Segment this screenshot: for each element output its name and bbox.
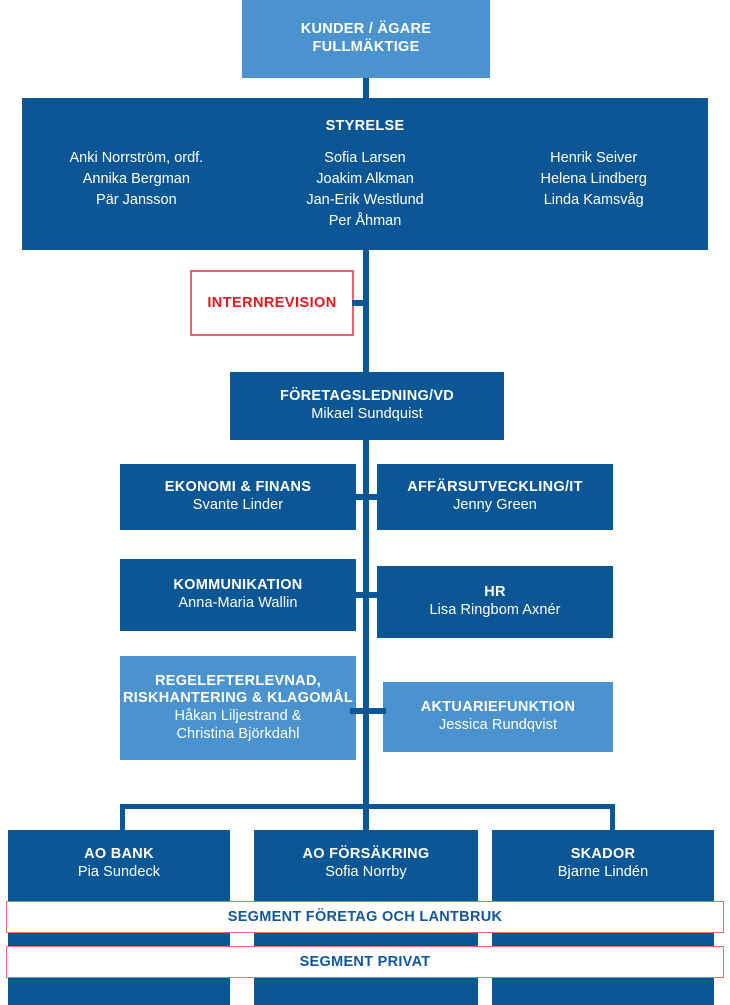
styrelse-member-columns: Anki Norrström, ordf. Annika Bergman Pär… — [22, 148, 708, 232]
connector-hr — [366, 592, 380, 598]
connector-aktuariefunktion — [366, 708, 386, 714]
node-affarsutveckling-it-person: Jenny Green — [453, 497, 537, 513]
node-ekonomi-finans: EKONOMI & FINANS Svante Linder — [120, 464, 356, 530]
node-regelefterlevnad-person-line2: Christina Björkdahl — [176, 725, 300, 742]
node-styrelse-title: STYRELSE — [325, 118, 405, 134]
styrelse-member: Jan-Erik Westlund — [306, 192, 424, 209]
connector-ekonomi-finans — [350, 494, 366, 500]
styrelse-member: Annika Bergman — [82, 171, 190, 188]
styrelse-column-1: Anki Norrström, ordf. Annika Bergman Pär… — [22, 148, 251, 232]
node-ekonomi-finans-title: EKONOMI & FINANS — [164, 479, 312, 496]
node-ao-forsakring-person: Sofia Norrby — [325, 864, 407, 880]
node-skador-person: Bjarne Lindén — [557, 864, 649, 880]
styrelse-column-3: Henrik Seiver Helena Lindberg Linda Kams… — [479, 148, 708, 232]
styrelse-column-2: Sofia Larsen Joakim Alkman Jan-Erik West… — [251, 148, 480, 232]
node-kommunikation-title: KOMMUNIKATION — [173, 577, 303, 594]
connector-top-to-board — [363, 78, 369, 98]
connector-affarsutveckling-it — [366, 494, 380, 500]
node-skador: SKADOR Bjarne Lindén — [492, 830, 714, 898]
styrelse-member: Henrik Seiver — [550, 150, 638, 166]
segment-foretag-och-lantbruk: SEGMENT FÖRETAG OCH LANTBRUK — [6, 901, 724, 933]
node-ao-forsakring: AO FÖRSÄKRING Sofia Norrby — [254, 830, 478, 898]
node-ao-bank-title: AO BANK — [84, 846, 154, 863]
node-aktuariefunktion-title: AKTUARIEFUNKTION — [420, 699, 576, 716]
node-ao-bank: AO BANK Pia Sundeck — [8, 830, 230, 898]
segment-privat: SEGMENT PRIVAT — [6, 946, 724, 978]
spine-lower-vertical — [363, 440, 369, 804]
styrelse-member: Anki Norrström, ordf. — [69, 150, 204, 166]
node-hr-title: HR — [484, 584, 506, 601]
node-affarsutveckling-it-title: AFFÄRSUTVECKLING/IT — [407, 479, 583, 496]
node-hr-person: Lisa Ringbom Axnér — [429, 602, 561, 618]
node-ceo-person: Mikael Sundquist — [311, 406, 423, 422]
node-aktuariefunktion-person: Jessica Rundqvist — [438, 717, 558, 733]
segment-privat-label: SEGMENT PRIVAT — [299, 954, 431, 970]
bus-drop-left — [120, 804, 125, 830]
node-affarsutveckling-it: AFFÄRSUTVECKLING/IT Jenny Green — [377, 464, 613, 530]
node-aktuariefunktion: AKTUARIEFUNKTION Jessica Rundqvist — [383, 682, 613, 752]
styrelse-member: Sofia Larsen — [324, 150, 406, 166]
node-regelefterlevnad-title-line2: RISKHANTERING & KLAGOMÅL — [122, 690, 354, 707]
connector-internrevision-to-spine — [352, 300, 366, 306]
node-foretagsledning-vd: FÖRETAGSLEDNING/VD Mikael Sundquist — [230, 372, 504, 440]
node-ao-bank-person: Pia Sundeck — [77, 864, 161, 880]
styrelse-member: Linda Kamsvåg — [543, 192, 644, 209]
node-skador-title: SKADOR — [570, 846, 636, 863]
bus-drop-right — [610, 804, 615, 830]
connector-regelefterlevnad — [350, 708, 366, 714]
node-internrevision: INTERNREVISION — [190, 270, 354, 336]
connector-kommunikation — [350, 592, 366, 598]
styrelse-member: Per Åhman — [328, 213, 402, 230]
node-regelefterlevnad-title-line1: REGELEFTERLEVNAD, — [154, 672, 322, 689]
node-ao-forsakring-title: AO FÖRSÄKRING — [302, 846, 430, 863]
node-regelefterlevnad: REGELEFTERLEVNAD, RISKHANTERING & KLAGOM… — [120, 656, 356, 760]
node-kommunikation: KOMMUNIKATION Anna-Maria Wallin — [120, 559, 356, 631]
node-ceo-title: FÖRETAGSLEDNING/VD — [279, 388, 455, 405]
node-kommunikation-person: Anna-Maria Wallin — [178, 595, 298, 611]
node-kunder-agare-title-line1: KUNDER / ÄGARE — [300, 21, 432, 38]
node-ekonomi-finans-person: Svante Linder — [192, 497, 284, 513]
styrelse-member: Helena Lindberg — [540, 171, 647, 188]
node-hr: HR Lisa Ringbom Axnér — [377, 566, 613, 638]
styrelse-member: Pär Jansson — [96, 192, 177, 209]
node-kunder-agare-title-line2: FULLMÄKTIGE — [312, 39, 420, 55]
node-styrelse: STYRELSE Anki Norrström, ordf. Annika Be… — [22, 98, 708, 250]
node-regelefterlevnad-person-line1: Håkan Liljestrand & — [174, 708, 302, 724]
spine-main-vertical — [363, 250, 369, 372]
bus-drop-middle — [363, 804, 369, 830]
node-kunder-agare: KUNDER / ÄGARE FULLMÄKTIGE — [242, 0, 490, 78]
node-internrevision-title: INTERNREVISION — [207, 295, 337, 311]
styrelse-member: Joakim Alkman — [316, 171, 414, 188]
segment-foretag-och-lantbruk-label: SEGMENT FÖRETAG OCH LANTBRUK — [227, 909, 503, 925]
